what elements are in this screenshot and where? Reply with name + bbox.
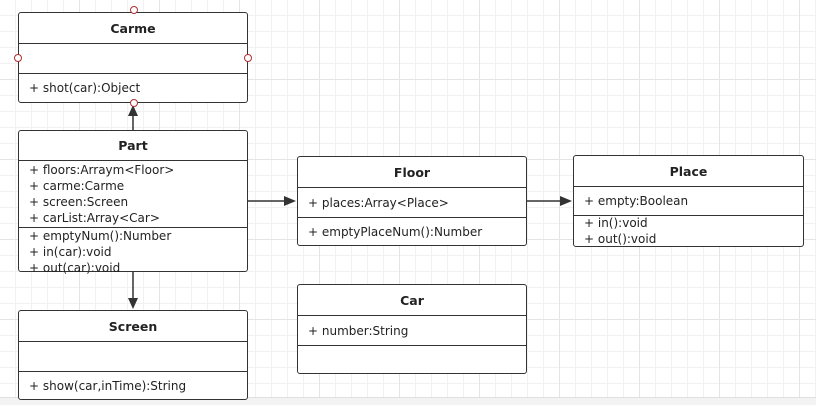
connection-port[interactable] (14, 54, 22, 62)
class-part[interactable]: Part + floors:Arraym<Floor> + carme:Carm… (18, 130, 248, 275)
attributes-compartment: + number:String (298, 315, 526, 345)
class-name: Carme (110, 20, 156, 36)
methods-compartment: + emptyPlaceNum():Number (298, 217, 526, 245)
method: + emptyPlaceNum():Number (308, 224, 483, 239)
method: + in():void (584, 216, 648, 230)
attribute: + screen:Screen (29, 195, 129, 209)
method: + out(car):void (29, 261, 121, 275)
method: + show(car,inTime):String (29, 378, 187, 393)
connection-port[interactable] (130, 99, 138, 107)
arrowhead (560, 196, 572, 206)
attribute: + floors:Arraym<Floor> (29, 163, 175, 177)
method: + out():void (584, 232, 657, 246)
arrowhead (128, 105, 138, 116)
connector-part-to-carme[interactable] (128, 105, 138, 130)
methods-compartment: + shot(car):Object (19, 73, 247, 102)
class-name: Part (118, 138, 148, 153)
class-car[interactable]: Car + number:String (297, 284, 527, 374)
methods-compartment: + show(car,inTime):String (19, 371, 247, 399)
methods-compartment: + emptyNum():Number + in(car):void + out… (19, 227, 247, 275)
methods-compartment (298, 345, 526, 373)
class-floor[interactable]: Floor + places:Array<Place> + emptyPlace… (297, 156, 527, 246)
attributes-compartment (19, 341, 247, 371)
attributes-compartment (19, 43, 247, 73)
methods-compartment: + in():void + out():void (574, 215, 803, 246)
attribute: + carList:Array<Car> (29, 211, 160, 225)
class-carme[interactable]: Carme + shot(car):Object (18, 12, 248, 103)
method: + emptyNum():Number (29, 229, 172, 243)
attributes-compartment: + places:Array<Place> (298, 187, 526, 217)
connection-port[interactable] (130, 6, 138, 14)
connector-part-to-floor[interactable] (248, 196, 296, 206)
class-name: Floor (393, 164, 431, 180)
class-screen[interactable]: Screen + show(car,inTime):String (18, 310, 248, 400)
attribute: + empty:Boolean (584, 194, 689, 208)
connector-part-to-screen[interactable] (128, 272, 138, 309)
attribute: + carme:Carme (29, 179, 125, 193)
class-name: Car (400, 292, 424, 308)
method: + shot(car):Object (29, 81, 141, 95)
connector-floor-to-place[interactable] (527, 196, 572, 206)
arrowhead (284, 196, 296, 206)
class-name: Screen (108, 318, 158, 334)
attributes-compartment: + empty:Boolean (574, 186, 803, 215)
connection-port[interactable] (244, 54, 252, 62)
attribute: + places:Array<Place> (308, 195, 449, 210)
attribute: + number:String (308, 323, 409, 338)
class-place[interactable]: Place + empty:Boolean + in():void + out(… (573, 155, 804, 247)
method: + in(car):void (29, 245, 112, 259)
arrowhead (128, 298, 138, 309)
canvas-bottom-strip (0, 397, 816, 405)
attributes-compartment: + floors:Arraym<Floor> + carme:Carme + s… (19, 160, 247, 227)
class-name: Place (669, 163, 708, 179)
